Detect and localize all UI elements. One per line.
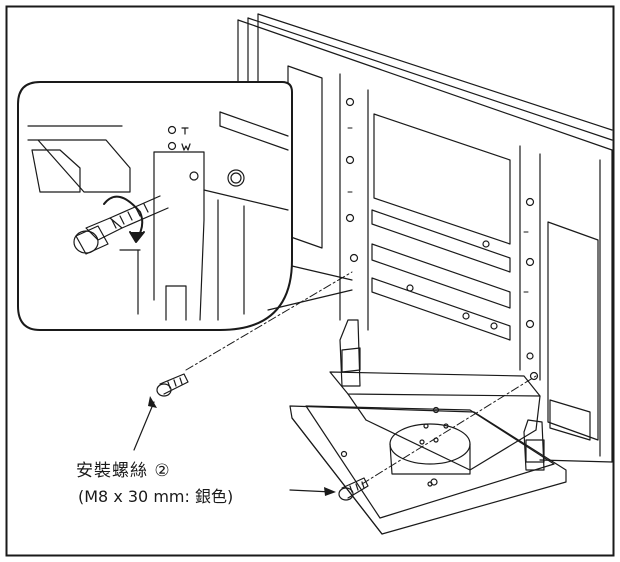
hex-socket-screw-icon [73, 195, 169, 255]
diagram-frame [5, 5, 615, 557]
screw-upper [156, 373, 189, 397]
screw-lower [338, 477, 369, 501]
screw-callout-title: 安裝螺絲 ② [76, 461, 171, 481]
panel-mounting-holes [345, 97, 539, 381]
leader-arrowhead-right [324, 487, 336, 496]
curved-arrow-icon [103, 195, 145, 243]
guide-lines [185, 271, 537, 485]
zoom-inset [17, 81, 353, 331]
stand [289, 319, 567, 535]
screw-callout-spec: (M8 x 30 mm: 銀色) [78, 487, 234, 506]
leader-arrowhead-up [148, 396, 157, 408]
